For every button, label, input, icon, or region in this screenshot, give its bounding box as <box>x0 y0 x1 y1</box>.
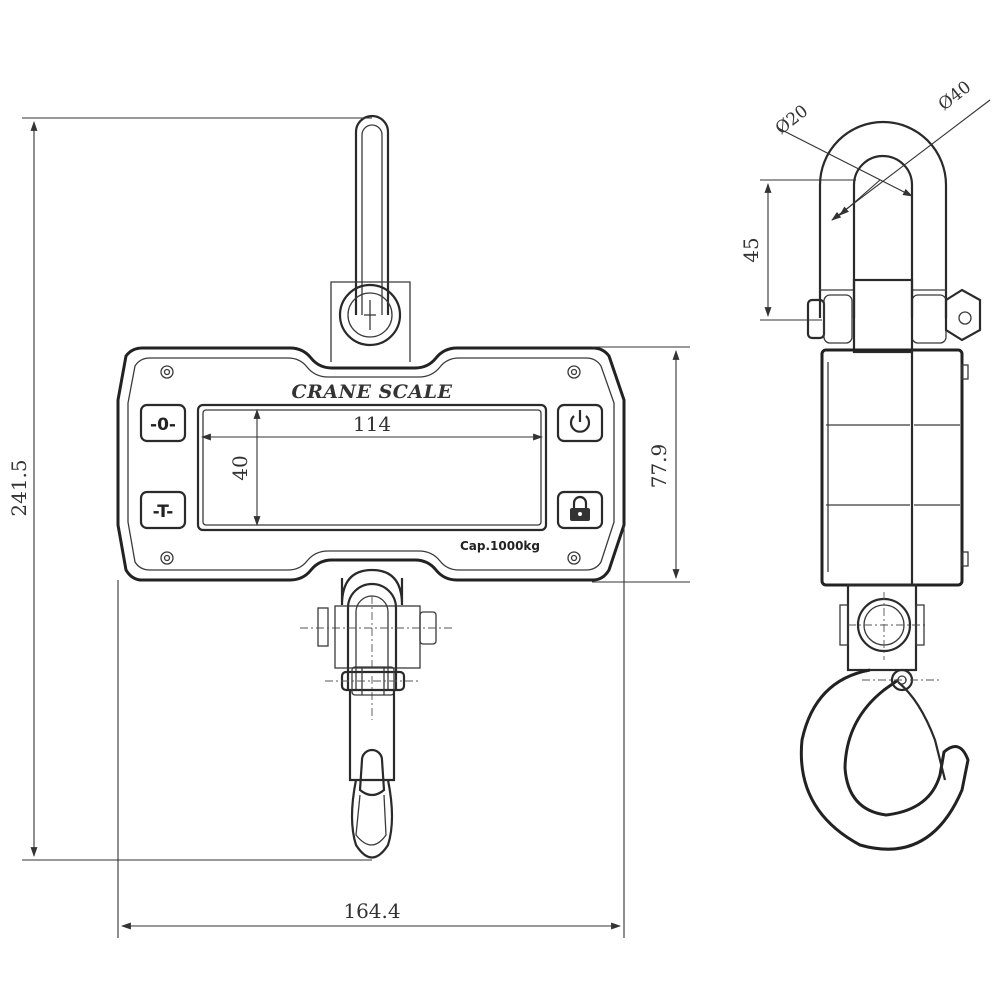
dim-display-width: 114 <box>201 412 543 441</box>
tare-button-label: -T- <box>153 502 174 522</box>
screw <box>567 365 581 379</box>
dim-display-height-label: 40 <box>228 455 252 480</box>
display-window <box>196 403 548 532</box>
dim-display-height: 40 <box>228 409 261 526</box>
top-shackle <box>806 120 982 354</box>
bottom-hook-assembly <box>300 568 455 859</box>
scale-body-side <box>820 348 969 587</box>
dim-shackle-inner-dia-label: Ø20 <box>772 101 812 139</box>
screw <box>567 551 581 565</box>
dim-total-width: 164.4 <box>117 525 625 938</box>
dim-body-height: 77.9 <box>592 346 690 583</box>
brand-label: CRANE SCALE <box>291 381 452 403</box>
dim-shackle-height-label: 45 <box>739 237 763 262</box>
dim-total-height-label: 241.5 <box>7 459 31 516</box>
lock-icon <box>570 495 590 521</box>
zero-button-label: -0- <box>150 415 176 435</box>
top-lifting-rod <box>330 114 411 362</box>
screw <box>160 365 174 379</box>
scale-body: CRANE SCALE -0- -T- <box>116 346 626 582</box>
dim-body-height-label: 77.9 <box>647 444 671 489</box>
dim-display-width-label: 114 <box>353 412 391 436</box>
dim-shackle-outer-dia-label: Ø40 <box>935 77 975 115</box>
capacity-label: Cap.1000kg <box>460 539 540 553</box>
tare-button[interactable]: -T- <box>139 490 187 530</box>
front-view: CRANE SCALE -0- -T- <box>7 114 690 938</box>
screw <box>160 551 174 565</box>
side-view: 45 Ø20 Ø40 <box>739 77 991 851</box>
dim-shackle-height: 45 <box>739 179 856 321</box>
power-button[interactable] <box>556 403 604 443</box>
bottom-hook-side <box>799 583 970 851</box>
lock-button[interactable] <box>556 490 604 530</box>
zero-button[interactable]: -0- <box>139 403 187 443</box>
power-icon <box>569 410 591 433</box>
dim-total-width-label: 164.4 <box>343 899 400 923</box>
dim-total-height: 241.5 <box>7 117 372 861</box>
